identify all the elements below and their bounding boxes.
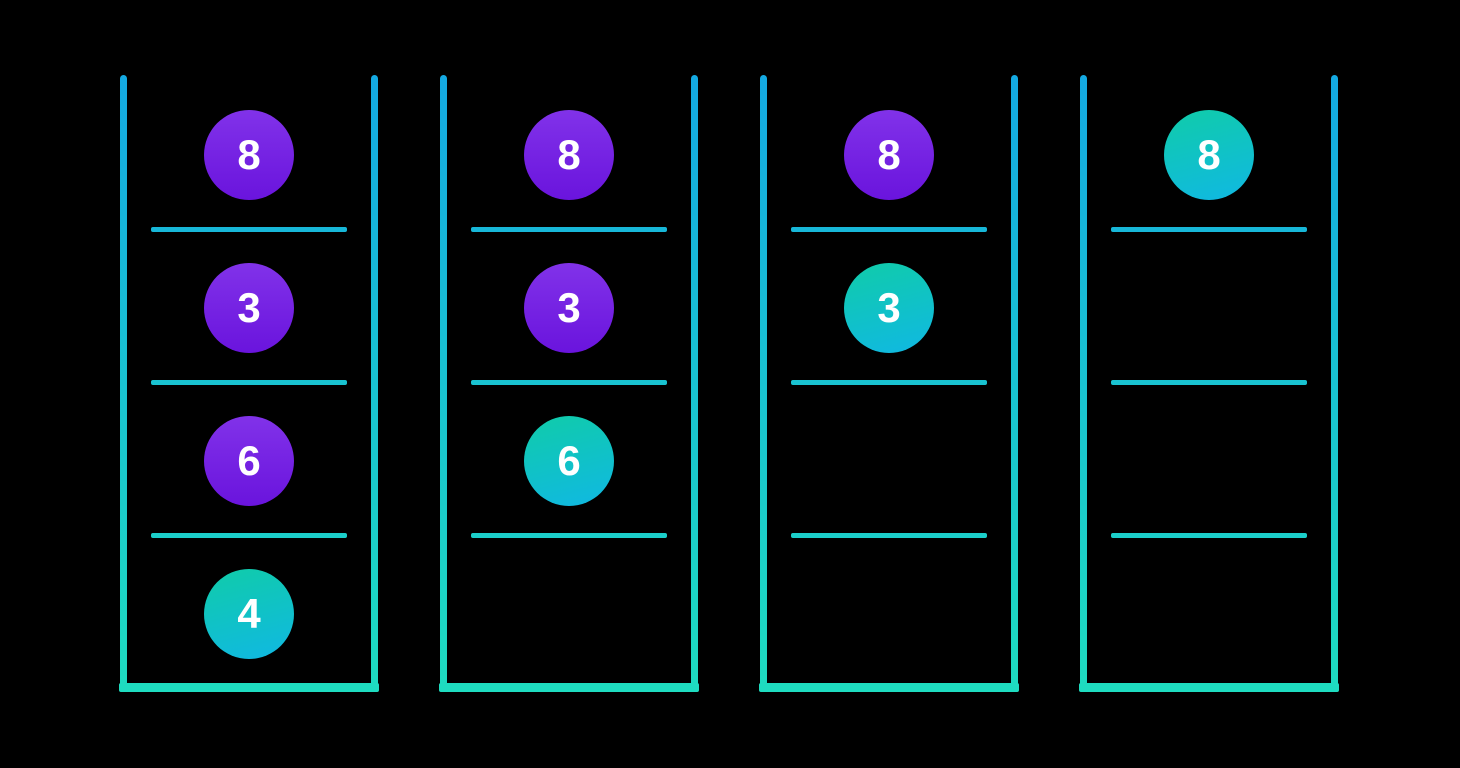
slot-divider: [791, 227, 987, 232]
container-left-wall: [440, 75, 447, 692]
container-right-wall: [691, 75, 698, 692]
slot-divider: [1111, 533, 1307, 538]
container-right-wall: [1331, 75, 1338, 692]
container-bottom-wall: [759, 683, 1019, 692]
number-ball: 8: [204, 110, 294, 200]
number-ball: 8: [844, 110, 934, 200]
slot-divider: [1111, 380, 1307, 385]
number-ball: 4: [204, 569, 294, 659]
stack-state-4: 8: [1079, 75, 1339, 692]
slot-divider: [151, 227, 347, 232]
container-left-wall: [1080, 75, 1087, 692]
slot-divider: [151, 533, 347, 538]
container-bottom-wall: [119, 683, 379, 692]
slot-divider: [471, 533, 667, 538]
slot-divider: [471, 227, 667, 232]
container-bottom-wall: [439, 683, 699, 692]
slot-divider: [1111, 227, 1307, 232]
number-ball: 3: [844, 263, 934, 353]
number-ball: 6: [204, 416, 294, 506]
container-right-wall: [371, 75, 378, 692]
number-ball: 3: [204, 263, 294, 353]
container-right-wall: [1011, 75, 1018, 692]
container-left-wall: [760, 75, 767, 692]
number-ball: 6: [524, 416, 614, 506]
slot-divider: [151, 380, 347, 385]
number-ball: 8: [524, 110, 614, 200]
stack-state-2: 8 3 6: [439, 75, 699, 692]
stack-state-1: 8 3 6 4: [119, 75, 379, 692]
container-left-wall: [120, 75, 127, 692]
slot-divider: [791, 533, 987, 538]
container-bottom-wall: [1079, 683, 1339, 692]
slot-divider: [471, 380, 667, 385]
number-ball: 8: [1164, 110, 1254, 200]
number-ball: 3: [524, 263, 614, 353]
slot-divider: [791, 380, 987, 385]
